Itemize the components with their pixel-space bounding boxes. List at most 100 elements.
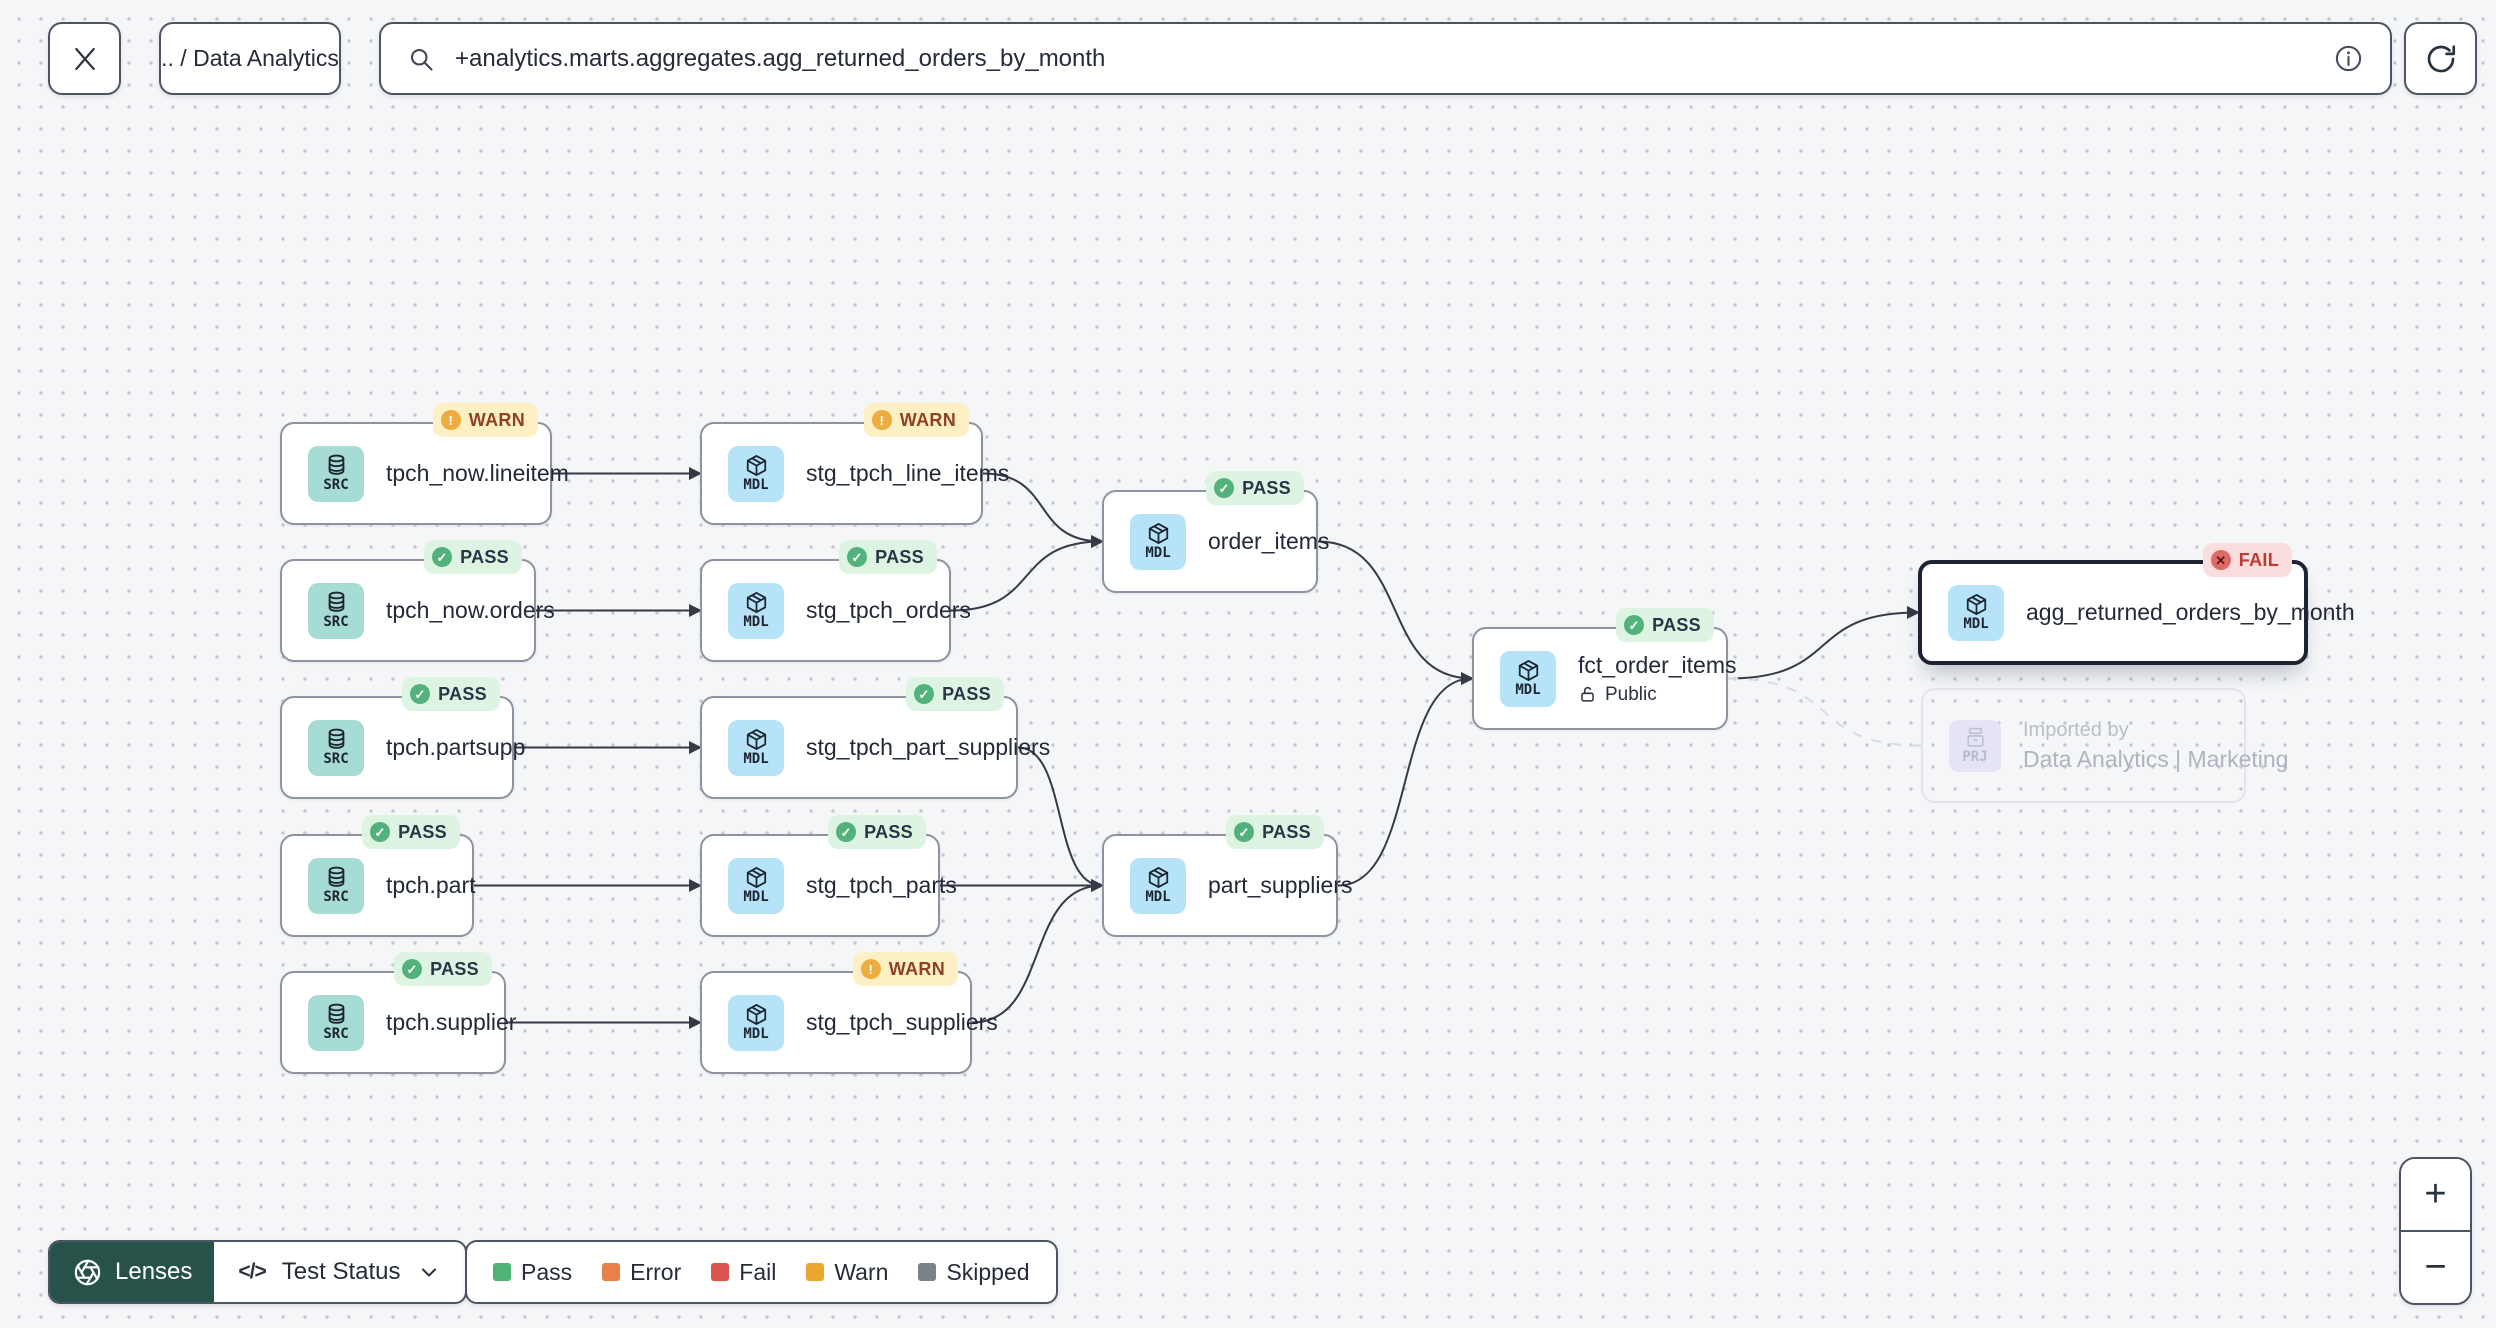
status-dot-icon: ✓ — [432, 547, 453, 567]
status-badge-label: PASS — [460, 546, 509, 567]
lenses-control: Lenses </> Test Status — [48, 1240, 467, 1304]
legend-label: Skipped — [946, 1258, 1030, 1285]
status-badge-pass: ✓ PASS — [828, 815, 926, 849]
unlock-icon — [1578, 685, 1597, 704]
legend-item: Error — [602, 1259, 681, 1286]
lineage-node-stg_tpch_parts[interactable]: ✓ PASS MDL stg_tpch_parts — [700, 815, 957, 937]
status-badge-label: PASS — [398, 821, 447, 842]
legend-swatch — [711, 1263, 730, 1281]
legend-swatch — [493, 1263, 511, 1281]
edge-stg_tpch_suppliers-to-part_suppliers — [971, 879, 1104, 1024]
status-dot-icon: ✓ — [1234, 822, 1255, 842]
close-button[interactable] — [48, 22, 121, 95]
status-badge-label: PASS — [1652, 614, 1701, 635]
node-label: stg_tpch_orders — [806, 597, 971, 623]
status-dot-icon: ! — [860, 959, 881, 979]
refresh-icon — [2423, 41, 2459, 77]
test-status-legend: Pass Error Fail Warn Skipped — [465, 1240, 1058, 1304]
status-badge-pass: ✓PASS — [906, 677, 1004, 711]
node-type-label: MDL — [743, 751, 769, 768]
node-labels: part_suppliers — [1208, 872, 1352, 899]
node-labels: order_items — [1208, 528, 1329, 555]
node-type-label: MDL — [743, 889, 769, 906]
legend-swatch — [918, 1263, 937, 1281]
cube-icon: MDL — [1500, 650, 1556, 707]
chevron-down-icon — [417, 1260, 441, 1284]
node-labels: tpch_now.orders — [386, 597, 555, 624]
status-badge-label: WARN — [468, 409, 525, 430]
node-label: stg_tpch_suppliers — [806, 1009, 998, 1035]
legend-label: Warn — [834, 1258, 889, 1285]
cube-icon: MDL — [728, 994, 784, 1051]
close-icon — [70, 44, 100, 74]
refresh-button[interactable] — [2404, 22, 2477, 95]
legend-item: Skipped — [918, 1258, 1030, 1286]
node-type-label: MDL — [743, 1026, 769, 1043]
lineage-node-tpch_part[interactable]: ✓PASS SRC tpch.part — [280, 815, 476, 937]
search-icon — [407, 45, 435, 73]
search-input[interactable] — [453, 43, 2315, 74]
breadcrumb[interactable]: .. / Data Analytics — [159, 22, 341, 95]
node-type-label: SRC — [323, 889, 349, 906]
status-dot-icon: ✓ — [410, 684, 431, 704]
database-icon: SRC — [308, 857, 364, 914]
status-badge-pass: ✓PASS — [362, 815, 460, 849]
legend-label: Pass — [521, 1258, 573, 1285]
node-labels: stg_tpch_parts — [806, 872, 957, 899]
status-dot-icon: ✓ — [914, 684, 935, 704]
cube-icon: MDL — [728, 445, 784, 502]
node-label: part_suppliers — [1208, 872, 1353, 898]
lens-selector[interactable]: </> Test Status — [214, 1242, 464, 1302]
node-label: fct_order_items — [1578, 651, 1737, 678]
status-badge-label: PASS — [864, 821, 913, 842]
node-label: tpch_now.lineitem — [386, 460, 569, 486]
node-label: stg_tpch_parts — [806, 872, 957, 898]
legend-item: Pass — [493, 1259, 572, 1286]
status-dot-icon: ✓ — [402, 959, 423, 979]
status-badge-pass: ✓ PASS — [424, 540, 522, 574]
cube-icon: MDL — [728, 719, 784, 776]
zoom-in-button[interactable]: + — [2401, 1159, 2470, 1232]
edge-fct_order_items-to-imported_by — [1727, 677, 1922, 747]
status-dot-icon: ✓ — [836, 822, 857, 842]
cube-icon: MDL — [1948, 584, 2004, 641]
info-icon[interactable] — [2333, 43, 2364, 74]
cube-icon: MDL — [1130, 513, 1186, 570]
node-type-label: MDL — [743, 477, 769, 494]
lineage-node-tpch_now_lineitem[interactable]: ! WARN SRC tpch_now.lineitem — [280, 403, 569, 525]
zoom-out-button[interactable]: − — [2401, 1232, 2470, 1303]
node-label: tpch_now.orders — [386, 597, 555, 623]
lenses-button[interactable]: Lenses — [50, 1242, 215, 1302]
legend-swatch — [602, 1263, 621, 1281]
legend-label: Fail — [739, 1258, 777, 1285]
status-dot-icon: ! — [440, 410, 461, 430]
search-bar[interactable] — [379, 22, 2392, 95]
node-labels: agg_returned_orders_by_month — [2026, 599, 2355, 626]
node-label: tpch.part — [386, 872, 476, 898]
status-dot-icon: ✕ — [2210, 550, 2231, 570]
lineage-node-order_items[interactable]: ✓PASS MDL order_items — [1102, 471, 1329, 593]
status-badge-label: PASS — [1242, 477, 1291, 498]
legend-item: Fail — [711, 1259, 776, 1286]
status-badge-pass: ✓PASS — [1206, 471, 1304, 505]
node-type-label: SRC — [323, 477, 349, 494]
node-type-label: MDL — [1145, 889, 1171, 906]
node-labels: tpch.part — [386, 872, 476, 899]
zoom-controls: + − — [2399, 1157, 2472, 1305]
legend-swatch — [806, 1263, 825, 1281]
node-type-label: MDL — [743, 614, 769, 631]
